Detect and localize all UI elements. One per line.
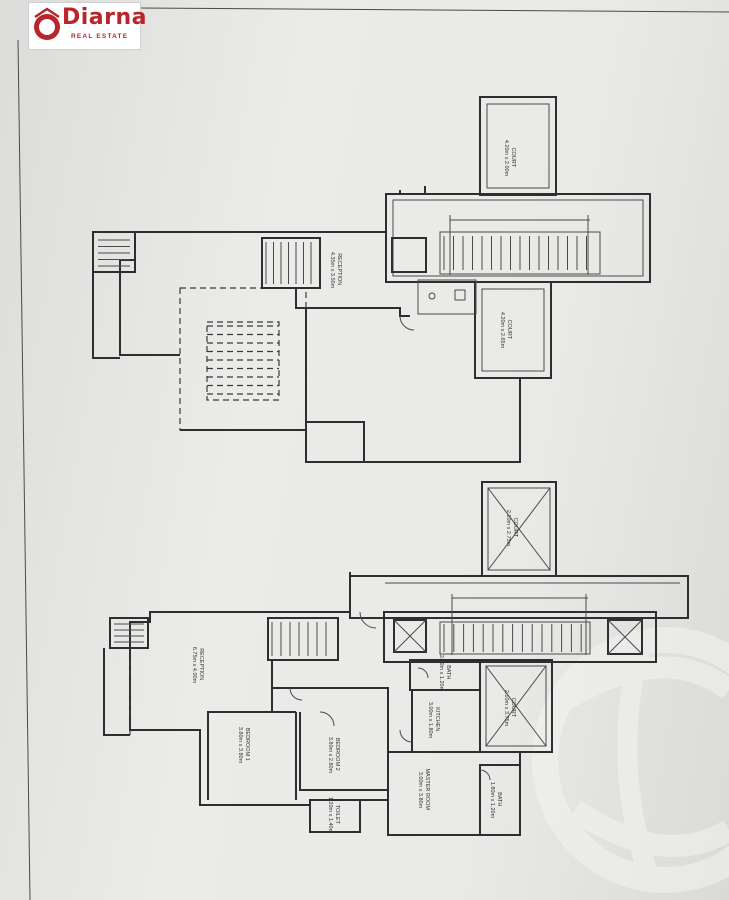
upper-terrace: [305, 421, 365, 463]
svg-text:BATH 2.20m x 1.20m: BATH 2.20m x 1.20m: [438, 655, 451, 692]
lower-court-right-size: 2.10m x 3.75m: [503, 690, 509, 727]
svg-text:COURT 2.10m x 3.75m: COURT 2.10m x 3.75m: [503, 690, 516, 727]
lower-bedroom-2-size: 3.80m x 2.80m: [327, 737, 333, 774]
lower-master-room-label: MASTER ROOM: [424, 768, 430, 810]
lower-toilet: [309, 799, 361, 833]
upper-court-top-label: COURT: [510, 148, 516, 168]
lower-lift-left: [393, 619, 427, 653]
svg-text:BEDROOM 1 3.80m x 3.80: BEDROOM 1 3.80m x 3.80m: [237, 727, 250, 764]
upper-internal-stair: [261, 237, 321, 289]
lower-master-room-size: 3.00m x 3.80m: [417, 772, 423, 809]
svg-text:RECEPTION 4.35m x 3.50: RECEPTION 4.35m x 3.50m: [329, 252, 342, 289]
lower-bath-2-size: 1.80m x 1.20m: [489, 782, 495, 819]
svg-text:RECEPTION 6.75m x 4.00: RECEPTION 6.75m x 4.00m: [191, 647, 204, 684]
svg-text:KITCHEN 3.00m x 1.80m: KITCHEN 3.00m x 1.80m: [427, 702, 440, 739]
upper-court-bottom-label: COURT: [506, 320, 512, 340]
upper-court-bottom-size: 4.20m x 2.65m: [499, 312, 505, 349]
svg-text:MASTER ROOM 3.00m x 3.: MASTER ROOM 3.00m x 3.80m: [417, 768, 430, 811]
lower-toilet-size: 1.20m x 1.40m: [327, 797, 333, 834]
lower-reception-label: RECEPTION: [198, 648, 204, 680]
lower-kitchen-label: KITCHEN: [434, 707, 440, 731]
upper-court-top-size: 4.20m x 2.00m: [503, 140, 509, 177]
lower-court-top-label: COURT: [512, 518, 518, 538]
lower-bedroom-2-label: BEDROOM 2: [334, 738, 340, 771]
upper-floor-plan: COURT 4.20m x 2.00m RECEPTION 4.35m x 3.…: [92, 96, 651, 463]
lower-court-right-label: COURT: [510, 698, 516, 718]
lower-court-top-size: 2.10m x 2.75m: [505, 510, 511, 547]
lower-corridor: [349, 575, 689, 619]
lower-reception-size: 6.75m x 4.00m: [191, 647, 197, 684]
logo-brand-text: Diarna: [62, 5, 148, 30]
svg-text:BEDROOM 2 3.80m x 2.80: BEDROOM 2 3.80m x 2.80m: [327, 737, 340, 774]
upper-lift: [391, 237, 427, 273]
upper-court-bottom: [474, 281, 552, 379]
upper-reception-label: RECEPTION: [336, 253, 342, 285]
lower-toilet-label: TOILET: [334, 805, 340, 825]
lower-lift-right: [607, 619, 643, 655]
upper-grille: [206, 321, 280, 401]
lower-main-stair: [439, 594, 591, 655]
upper-balcony-stair: [92, 231, 136, 273]
svg-text:TOILET 1.20m x 1.40m: TOILET 1.20m x 1.40m: [327, 797, 340, 834]
svg-text:COURT 4.20m x 2.00m: COURT 4.20m x 2.00m: [503, 140, 516, 177]
lower-bedroom-1-label: BEDROOM 1: [244, 728, 250, 761]
lower-bath-size: 2.20m x 1.20m: [438, 655, 444, 692]
lower-bath-label: BATH: [445, 665, 451, 679]
sheet-left-border: [17, 39, 31, 900]
lower-bath-2-label: BATH: [496, 792, 502, 806]
sheet-top-border: [139, 7, 729, 13]
lower-floor-plan: COURT 2.10m x 2.75m RECEPTION 6.75m x 4.…: [103, 481, 689, 836]
upper-court-top: [479, 96, 557, 196]
grille-frame: [206, 321, 280, 401]
svg-text:COURT 2.10m x 2.75m: COURT 2.10m x 2.75m: [505, 510, 518, 547]
lower-court-top: [481, 481, 557, 577]
lower-kitchen-size: 3.00m x 1.80m: [427, 702, 433, 739]
svg-text:BATH 1.80m x 1.20m: BATH 1.80m x 1.20m: [489, 782, 502, 819]
diarna-logo: Diarna REAL ESTATE: [28, 2, 147, 50]
logo-tagline: REAL ESTATE: [71, 33, 129, 40]
house-logo-icon: [34, 7, 60, 40]
upper-void: [179, 287, 307, 431]
lower-balcony-stair: [109, 617, 149, 649]
upper-reception-size: 4.35m x 3.50m: [329, 252, 335, 289]
lower-internal-stair: [267, 617, 339, 661]
globe-icon: [532, 627, 729, 893]
upper-main-stair: [439, 215, 601, 275]
lower-bedroom-1-size: 3.80m x 3.80m: [237, 727, 243, 764]
svg-text:COURT 4.20m x 2.65m: COURT 4.20m x 2.65m: [499, 312, 512, 349]
